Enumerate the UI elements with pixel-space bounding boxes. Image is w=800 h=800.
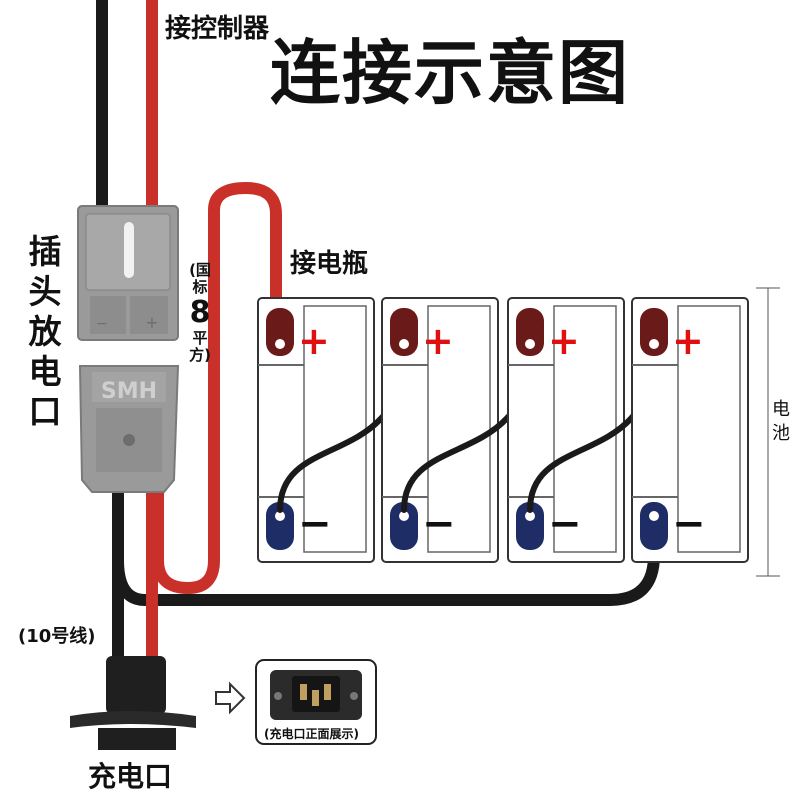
- controller-cables: [96, 0, 158, 210]
- lower-connector: SMH: [78, 365, 180, 493]
- negative-sign: −: [548, 501, 582, 547]
- positive-sign: +: [672, 319, 704, 363]
- charge-port-front-box: [255, 659, 377, 745]
- negative-sign: −: [298, 501, 332, 547]
- negative-terminal: [390, 502, 418, 550]
- positive-terminal: [390, 308, 418, 356]
- negative-terminal: [516, 502, 544, 550]
- negative-terminal: [640, 502, 668, 550]
- label-national-standard: (国标: [189, 261, 211, 296]
- label-wire-10: (10号线): [18, 626, 96, 647]
- battery-1: [257, 297, 375, 563]
- positive-terminal: [640, 308, 668, 356]
- positive-terminal: [516, 308, 544, 356]
- arrow-icon: [215, 681, 246, 715]
- charge-port-cables: [112, 490, 158, 660]
- svg-text:−: −: [96, 316, 108, 332]
- diagram-title: 连接示意图: [270, 32, 630, 114]
- red-wire-to-battery: [152, 181, 282, 595]
- negative-terminal: [266, 502, 294, 550]
- label-wire-size: (国标 8 平方): [188, 262, 212, 364]
- positive-sign: +: [422, 319, 454, 363]
- label-battery-cell: 电池: [772, 399, 790, 444]
- label-plug-discharge: 插头放电口: [28, 232, 62, 431]
- negative-sign: −: [422, 501, 456, 547]
- label-wire-size-number: 8: [189, 295, 211, 330]
- positive-sign: +: [548, 319, 580, 363]
- label-wire-size-unit: 平方): [189, 329, 211, 364]
- positive-terminal: [266, 308, 294, 356]
- negative-sign: −: [672, 501, 706, 547]
- upper-connector: − +: [77, 205, 179, 341]
- label-battery: 接电瓶: [290, 249, 369, 279]
- svg-text:+: +: [145, 313, 158, 332]
- positive-sign: +: [298, 319, 330, 363]
- battery-bank: [257, 297, 749, 563]
- smh-logo: SMH: [101, 379, 157, 404]
- battery-4: [631, 297, 749, 563]
- battery-bracket: [756, 287, 780, 577]
- label-charge-port-front: (充电口正面展示): [264, 727, 359, 741]
- charge-port: [70, 656, 196, 750]
- label-controller: 接控制器: [165, 14, 270, 44]
- label-charge-port: 充电口: [88, 760, 173, 793]
